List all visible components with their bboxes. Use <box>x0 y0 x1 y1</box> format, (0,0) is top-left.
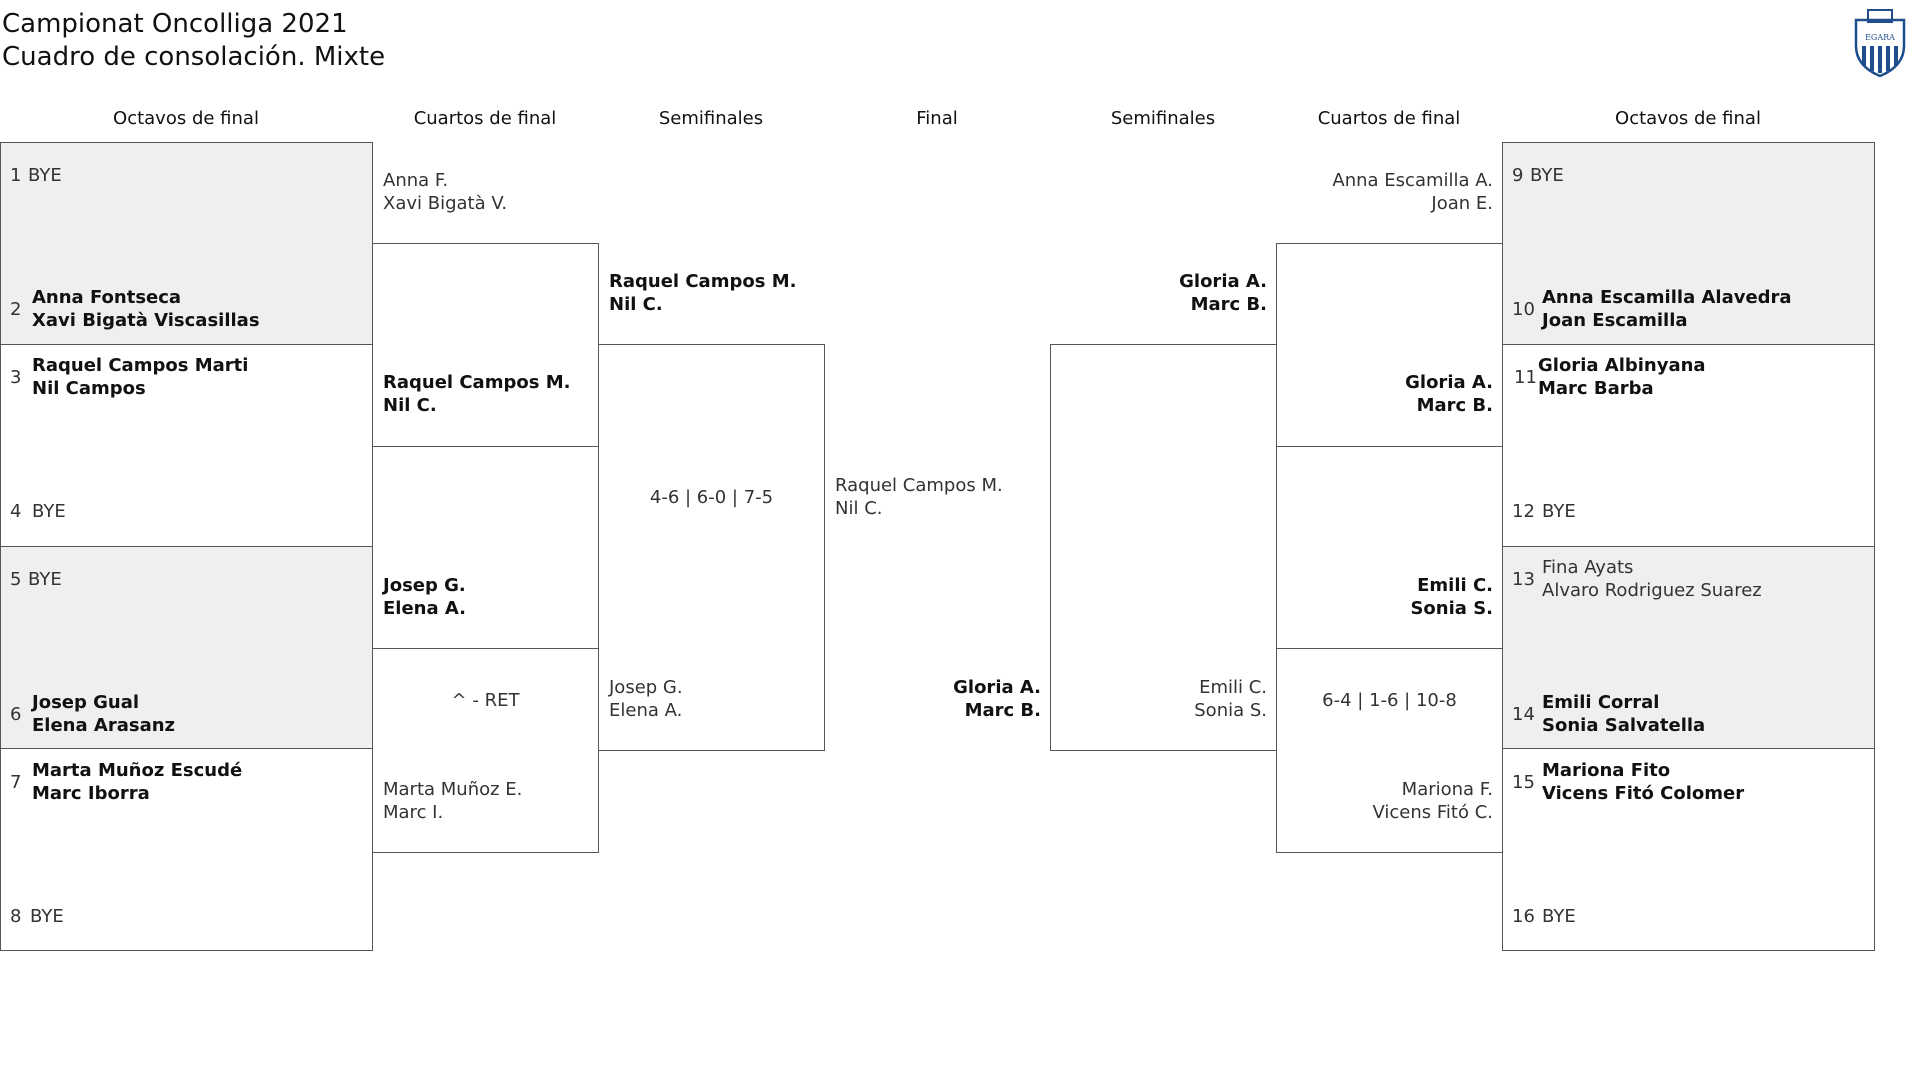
seed-2: 2 <box>10 299 22 320</box>
qf-right-slot-3: Emili C.Sonia S. <box>1410 575 1493 619</box>
logo-text: EGARA <box>1865 33 1895 42</box>
header-qf-right: Cuartos de final <box>1317 108 1461 129</box>
sf-left-slot-1: Raquel Campos M.Nil C. <box>609 271 797 315</box>
header-final: Final <box>916 108 958 129</box>
seed-10: 10 <box>1512 299 1535 320</box>
header-r16-left: Octavos de final <box>113 108 259 129</box>
qf-left-slot-4: Marta Muñoz E.Marc I. <box>383 779 523 823</box>
club-logo: EGARA <box>1848 6 1912 78</box>
sf-match-right <box>1050 344 1277 751</box>
qf-left-slot-1: Anna F.Xavi Bigatà V. <box>383 170 508 214</box>
seed-4: 4 <box>10 501 22 522</box>
seed-9: 9 <box>1512 165 1524 186</box>
player-slot-8: BYE <box>30 906 64 927</box>
seed-16: 16 <box>1512 906 1535 927</box>
player-slot-9: BYE <box>1530 165 1564 186</box>
player-slot-1: BYE <box>28 165 62 186</box>
seed-15: 15 <box>1512 772 1535 793</box>
seed-12: 12 <box>1512 501 1535 522</box>
sf-left-score: 4-6 | 6-0 | 7-5 <box>649 487 774 508</box>
sf-right-slot-1: Gloria A.Marc B. <box>1179 271 1267 315</box>
title-line-2: Cuadro de consolación. Mixte <box>2 42 386 72</box>
r16-match-right-4 <box>1502 748 1875 951</box>
qf-left-slot-2: Raquel Campos M.Nil C. <box>383 372 571 416</box>
final-slot-2: Gloria A.Marc B. <box>953 677 1041 721</box>
page-title: Campionat Oncolliga 2021 Cuadro de conso… <box>2 8 385 74</box>
player-slot-12: BYE <box>1542 501 1576 522</box>
sf-right-slot-2: Emili C.Sonia S. <box>1194 677 1267 721</box>
player-slot-5: BYE <box>28 569 62 590</box>
header-sf-right: Semifinales <box>1110 108 1216 129</box>
player-slot-16: BYE <box>1542 906 1576 927</box>
seed-3: 3 <box>10 367 22 388</box>
header-r16-right: Octavos de final <box>1615 108 1761 129</box>
qf-right-slot-2: Gloria A.Marc B. <box>1405 372 1493 416</box>
seed-1: 1 <box>10 165 22 186</box>
seed-13: 13 <box>1512 569 1535 590</box>
r16-match-left-3 <box>0 546 373 749</box>
seed-6: 6 <box>10 704 22 725</box>
qf-left-slot-3: Josep G.Elena A. <box>383 575 467 619</box>
seed-14: 14 <box>1512 704 1535 725</box>
seed-8: 8 <box>10 906 22 927</box>
qf-right-slot-4: Mariona F.Vicens Fitó C. <box>1372 779 1493 823</box>
seed-7: 7 <box>10 772 22 793</box>
qf-left-score-2: ^ - RET <box>451 690 520 711</box>
title-line-1: Campionat Oncolliga 2021 <box>2 9 348 39</box>
header-qf-left: Cuartos de final <box>413 108 557 129</box>
qf-right-score-2: 6-4 | 1-6 | 10-8 <box>1322 690 1457 711</box>
seed-5: 5 <box>10 569 22 590</box>
player-slot-4: BYE <box>32 501 66 522</box>
shield-icon: EGARA <box>1854 9 1906 78</box>
seed-11: 11 <box>1514 367 1537 388</box>
header-sf-left: Semifinales <box>658 108 764 129</box>
sf-left-slot-2: Josep G.Elena A. <box>609 677 683 721</box>
qf-right-slot-1: Anna Escamilla A.Joan E. <box>1332 170 1493 214</box>
final-slot-1: Raquel Campos M.Nil C. <box>835 475 1003 519</box>
sf-match-left <box>598 344 825 751</box>
